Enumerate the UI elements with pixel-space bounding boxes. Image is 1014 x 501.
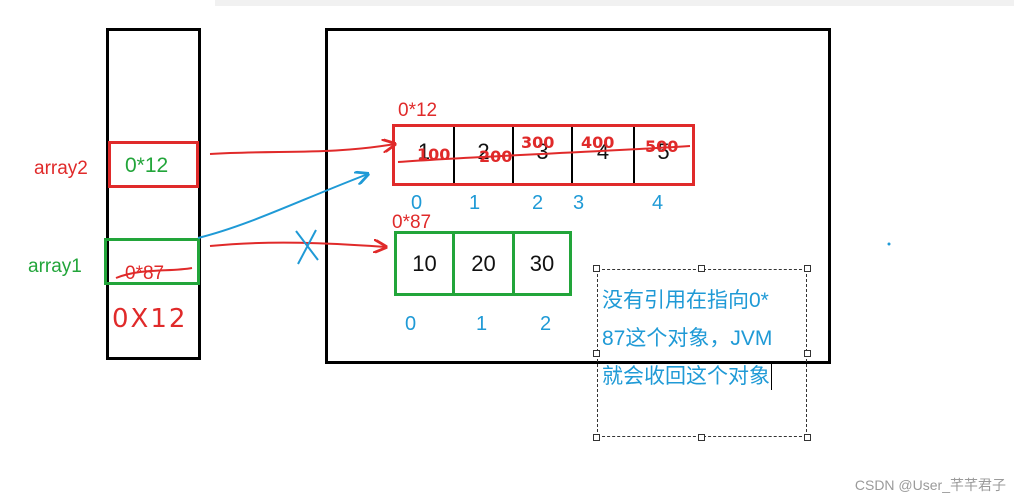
array-a-divider: [453, 127, 455, 183]
array1-cell: 0*87: [104, 238, 200, 285]
array-a-divider: [633, 127, 635, 183]
resize-handle[interactable]: [804, 265, 811, 272]
resize-handle[interactable]: [804, 434, 811, 441]
array-a-strike: [397, 145, 691, 163]
array1-label: array1: [28, 256, 82, 277]
resize-handle[interactable]: [593, 434, 600, 441]
array-b-cell-0: 10: [412, 251, 437, 276]
array-a-cell-0: 1: [417, 139, 431, 164]
resize-handle[interactable]: [698, 265, 705, 272]
array2-label: array2: [34, 158, 88, 179]
note-text[interactable]: 没有引用在指向0* 87这个对象，JVM 就会收回这个对象: [602, 282, 807, 396]
cross-mark: [295, 229, 319, 265]
array-a-new-3: 400: [581, 133, 615, 152]
array1-new-arrow: [197, 174, 368, 239]
note-line: 87这个对象，JVM: [602, 327, 773, 350]
array-a-index-4: 4: [652, 192, 664, 214]
array1-value: 0*87: [125, 263, 165, 284]
array-b-index-2: 2: [540, 313, 552, 335]
array2-value: 0*12: [125, 154, 169, 177]
array-b: 10 20 30: [394, 231, 572, 296]
array-b-index-0: 0: [405, 313, 417, 335]
array1-new-value: 0X12: [112, 304, 188, 334]
array-a-index-2: 2: [532, 192, 544, 214]
array1-old-arrow: [209, 243, 386, 247]
top-bar: [215, 0, 1014, 6]
note-line-text: 就会收回这个对象: [602, 365, 770, 388]
array1-strike: [115, 267, 193, 279]
resize-handle[interactable]: [593, 350, 600, 357]
array2-cell: 0*12: [108, 141, 199, 188]
resize-handle[interactable]: [804, 350, 811, 357]
array-b-cell-2: 30: [529, 251, 555, 276]
array-b-index-1: 1: [476, 313, 488, 335]
array-a-new-4: 500: [645, 137, 679, 156]
array-a-index-0: 0: [411, 192, 423, 214]
array-b-divider: [452, 234, 455, 293]
dot-mark: [887, 242, 891, 246]
resize-handle[interactable]: [698, 434, 705, 441]
array-b-address: 0*87: [392, 212, 432, 233]
array-a-divider: [571, 127, 573, 183]
heap-frame: [325, 28, 831, 364]
array-a-cell-2: 3: [536, 139, 549, 164]
resize-handle[interactable]: [593, 265, 600, 272]
array-a-index-3: 3: [573, 192, 585, 214]
array-b-cell-1: 20: [471, 251, 496, 276]
array-a-index-1: 1: [469, 192, 481, 214]
array-a-cell-4: 5: [657, 139, 670, 164]
array2-arrow: [209, 144, 395, 155]
note-line: 没有引用在指向0*: [602, 289, 769, 312]
array-a-address: 0*12: [398, 100, 438, 121]
array-a-new-2: 300: [521, 133, 555, 152]
array-b-divider: [512, 234, 515, 293]
text-cursor: [771, 364, 772, 391]
watermark: CSDN @User_芊芊君子: [854, 477, 1006, 493]
stack-frame: [106, 28, 201, 360]
note-line: 就会收回这个对象: [602, 358, 807, 396]
